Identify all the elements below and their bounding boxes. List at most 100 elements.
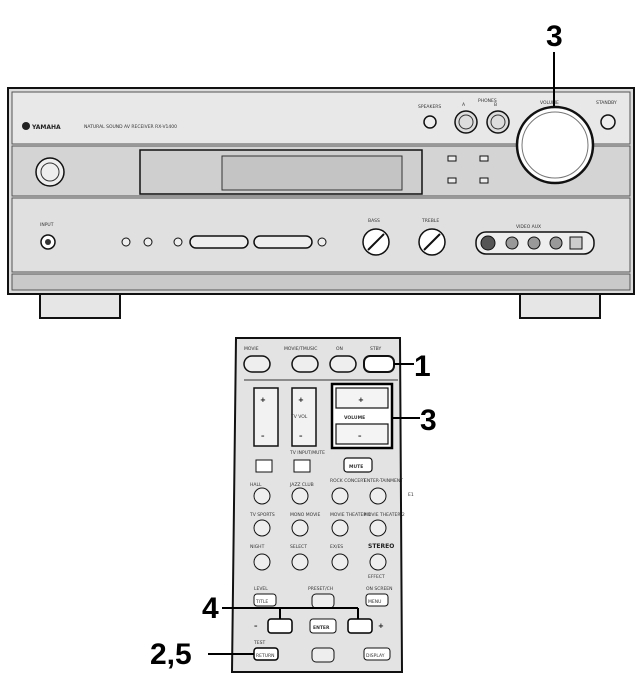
front-small-button-3[interactable] [447,177,457,184]
model-line-text: NATURAL SOUND AV RECEIVER RX-V1400 [84,124,177,130]
title-label: TITLE [255,599,268,605]
remote: MOVIE MOVIE/TMUSIC ON STBY + – + – TV VO… [230,337,414,673]
remote-button-2[interactable] [291,355,319,373]
aux-jack-3[interactable] [527,236,541,250]
tv-vol-label: TV VOL [290,414,308,420]
remote-top-label-3: ON [336,346,343,352]
exes-button[interactable] [331,553,349,571]
tv-input-button[interactable] [255,459,273,473]
cursor-down-button[interactable] [311,647,335,663]
on-screen-label: ON SCREEN [366,586,393,592]
aux-jack-2[interactable] [505,236,519,250]
display-label: DISPLAY [366,653,385,659]
tv-input-label: TV INPUT/MUTE [289,450,325,456]
dsp-tv-button[interactable] [253,519,271,537]
left-rocker-minus: – [261,432,265,440]
tv-vol-right-rocker[interactable] [291,387,317,447]
title-button[interactable] [253,593,277,607]
dsp-hall-label: HALL [250,482,262,488]
dsp-movie1-label: MOVIE THEATER 1 [330,512,371,518]
mute-button[interactable] [343,457,373,473]
aux-optical[interactable] [569,236,583,250]
select-button[interactable] [291,553,309,571]
dsp-jazz-button[interactable] [291,487,309,505]
receiver-bottom-strip [11,273,631,291]
speaker-b-ring [490,114,506,130]
preset-label: PRESET/CH [308,586,333,592]
front-small-button-1[interactable] [447,155,457,162]
callout-stby: 1 [414,350,431,383]
front-button-d[interactable] [317,237,327,247]
remote-top-label-1: MOVIE [244,346,259,352]
stereo-label: STEREO [368,543,394,550]
right-rocker-minus: – [299,432,303,440]
input-label: INPUT [40,222,54,228]
b-label: B [494,102,497,108]
front-rocker-2[interactable] [253,235,313,249]
night-label: NIGHT [250,544,265,550]
callout-cursor: 4 [202,592,219,625]
dsp-tv-label: TV SPORTS [249,512,275,518]
return-label: RETURN [256,653,275,659]
tv-mute-button[interactable] [293,459,311,473]
speaker-a-ring [458,114,474,130]
speakers-label: SPEAKERS [418,104,441,110]
dsp-movie2-button[interactable] [369,519,387,537]
volume-knob-ring [521,111,589,179]
speaker-b-button[interactable] [486,110,510,134]
tv-vol-left-rocker[interactable] [253,387,279,447]
remote-button-3[interactable] [329,355,357,373]
front-button-b[interactable] [143,237,153,247]
right-rocker-plus: + [298,396,304,404]
dsp-hall-button[interactable] [253,487,271,505]
volume-label: VOLUME [540,100,559,106]
volume-up-button[interactable] [335,387,389,409]
a-label: A [462,102,466,108]
remote-top-label-2: MOVIE/TMUSIC [284,346,317,352]
volume-down-button[interactable] [335,423,389,445]
front-rocker-1[interactable] [189,235,249,249]
front-button-a[interactable] [121,237,131,247]
menu-button[interactable] [365,593,389,607]
level-label: LEVEL [254,586,268,592]
receiver: YAMAHA NATURAL SOUND AV RECEIVER RX-V140… [7,87,635,319]
callout-volume-remote: 3 [420,404,437,437]
exes-label: EX/ES [330,544,343,550]
display-button[interactable] [363,647,391,661]
bass-label: BASS [368,218,380,224]
standby-button[interactable] [600,114,616,130]
dsp-ent-button[interactable] [369,487,387,505]
speakers-button[interactable] [423,115,437,129]
mute-label: MUTE [349,464,363,470]
dsp-movie2-label: MOVIE THEATER 2 [364,512,405,518]
dsp-movie1-button[interactable] [331,519,349,537]
standby-label: STANDBY [596,100,617,106]
front-button-c[interactable] [173,237,183,247]
remote-button-1[interactable] [243,355,271,373]
stby-button[interactable] [363,355,395,373]
receiver-foot-left [39,293,121,319]
dsp-ent-label: ENTER-TAINMENT [364,478,403,484]
dsp-rock-button[interactable] [331,487,349,505]
cursor-plus-label: + [378,622,384,630]
cursor-left-button[interactable] [267,618,293,634]
receiver-foot-right [519,293,601,319]
night-button[interactable] [253,553,271,571]
aux-jack-1[interactable] [480,235,496,251]
aux-jack-4[interactable] [549,236,563,250]
power-button[interactable] [35,157,65,187]
remote-top-label-4: STBY [370,346,381,352]
speaker-a-button[interactable] [454,110,478,134]
stereo-button[interactable] [369,553,387,571]
input-jack-hole [45,239,51,245]
front-small-button-2[interactable] [479,155,489,162]
callout-test: 2,5 [150,638,192,671]
dsp-mono-button[interactable] [291,519,309,537]
cursor-up-button[interactable] [311,593,335,609]
phones-label: PHONES [478,98,497,104]
front-small-button-4[interactable] [479,177,489,184]
enter-button[interactable] [309,618,337,634]
treble-label: TREBLE [421,218,439,224]
cursor-right-button[interactable] [347,618,373,634]
